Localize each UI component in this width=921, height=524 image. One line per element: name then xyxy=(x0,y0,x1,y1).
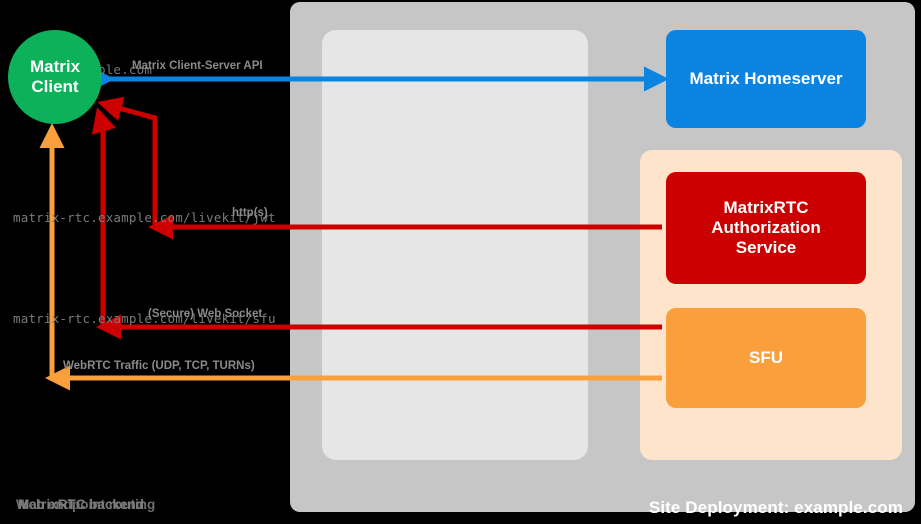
endpoint-livekit-sfu: matrix-rtc.example.com/livekit/sfu xyxy=(13,311,276,326)
flow-websocket xyxy=(91,107,662,340)
site-deployment-label: Site Deployment: example.com xyxy=(648,498,903,517)
matrixrtc-backend-label: MatrixRTC backend xyxy=(18,497,145,512)
node-matrix-homeserver-label: Matrix Homeserver xyxy=(689,68,843,88)
flow-https xyxy=(97,96,662,240)
flow-label-webrtc: WebRTC Traffic (UDP, TCP, TURNs) xyxy=(63,360,255,372)
node-sfu-label: SFU xyxy=(749,347,783,367)
web-endpoint-routing-label: Web endpoint routing xyxy=(16,497,156,512)
flow-label-websocket: (Secure) Web Socket xyxy=(148,308,263,320)
node-sfu[interactable]: SFU xyxy=(666,308,866,408)
flow-webrtc xyxy=(39,122,662,391)
web-endpoint-routing-container xyxy=(322,30,588,460)
flow-label-client-server-api: Matrix Client-Server API xyxy=(132,60,263,72)
endpoint-livekit-jwt: matrix-rtc.example.com/livekit/jwt xyxy=(13,210,276,225)
flow-label-https: http(s) xyxy=(232,207,268,219)
node-matrix-homeserver[interactable]: Matrix Homeserver xyxy=(666,30,866,128)
